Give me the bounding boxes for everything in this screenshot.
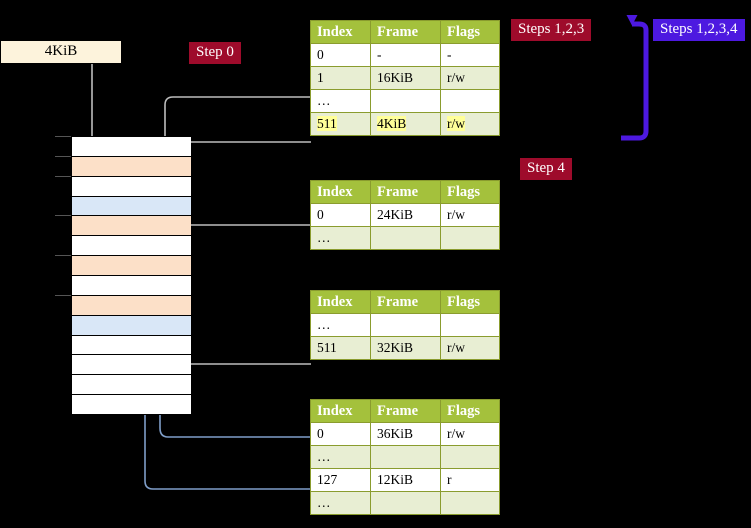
cell-index: 127 xyxy=(310,468,371,492)
memory-row xyxy=(72,236,191,257)
cell-index: … xyxy=(310,226,371,250)
step-0-tag: Step 0 xyxy=(189,42,241,64)
cell-index: 0 xyxy=(310,422,371,446)
cell-index: … xyxy=(310,89,371,113)
cell-flags xyxy=(440,89,500,113)
table-row[interactable]: … xyxy=(310,226,500,250)
cell-frame: 4KiB xyxy=(370,112,441,136)
cell-index: 1 xyxy=(310,66,371,90)
memory-row xyxy=(72,276,191,296)
table-row[interactable]: 0-- xyxy=(310,43,500,67)
physical-memory-column xyxy=(71,136,191,415)
memory-frame-label: 4KiB xyxy=(44,43,78,59)
memory-row xyxy=(72,176,191,197)
memory-tick xyxy=(55,294,71,296)
cell-flags xyxy=(440,226,500,250)
cell-flags: r/w xyxy=(440,66,500,90)
cell-frame xyxy=(370,89,441,113)
cell-index: 511 xyxy=(310,336,371,360)
cell-index: … xyxy=(310,491,371,515)
cell-flags: - xyxy=(440,43,500,67)
memory-row xyxy=(72,375,191,396)
cell-frame xyxy=(370,226,441,250)
steps-1234-tag: Steps 1,2,3,4 xyxy=(653,19,745,41)
cell-frame: 16KiB xyxy=(370,66,441,90)
memory-row xyxy=(72,156,191,177)
column-header-frame: Frame xyxy=(370,399,441,423)
memory-row xyxy=(72,315,191,336)
cell-flags: r/w xyxy=(440,336,500,360)
step-4-tag: Step 4 xyxy=(520,158,572,180)
cell-index: 0 xyxy=(310,203,371,227)
cell-frame: - xyxy=(370,43,441,67)
highlight-span: r/w xyxy=(447,116,465,131)
cell-frame: 24KiB xyxy=(370,203,441,227)
table-row[interactable]: … xyxy=(310,445,500,469)
table-row[interactable]: … xyxy=(310,89,500,113)
cell-flags xyxy=(440,491,500,515)
table-row[interactable]: … xyxy=(310,313,500,337)
cell-index: … xyxy=(310,313,371,337)
memory-row xyxy=(72,295,191,316)
column-header-index: Index xyxy=(310,180,371,204)
cell-index: 511 xyxy=(310,112,371,136)
memory-tick xyxy=(55,215,71,217)
column-header-flags: Flags xyxy=(440,20,500,44)
table-row[interactable]: … xyxy=(310,491,500,515)
memory-row xyxy=(72,216,191,237)
highlight-span: 4KiB xyxy=(377,116,407,131)
memory-row xyxy=(72,137,191,157)
column-header-frame: Frame xyxy=(370,180,441,204)
column-header-flags: Flags xyxy=(440,180,500,204)
memory-frame-4kib: 4KiB xyxy=(0,40,122,64)
column-header-index: Index xyxy=(310,20,371,44)
cell-flags: r/w xyxy=(440,203,500,227)
column-header-flags: Flags xyxy=(440,399,500,423)
cell-frame: 36KiB xyxy=(370,422,441,446)
cell-frame xyxy=(370,445,441,469)
cell-frame: 32KiB xyxy=(370,336,441,360)
memory-row xyxy=(72,335,191,356)
highlight-span: 511 xyxy=(317,116,337,131)
cell-flags: r/w xyxy=(440,422,500,446)
cell-flags xyxy=(440,313,500,337)
memory-tick xyxy=(55,136,71,137)
column-header-index: Index xyxy=(310,290,371,314)
memory-tick xyxy=(55,255,71,257)
column-header-frame: Frame xyxy=(370,20,441,44)
cell-flags: r/w xyxy=(440,112,500,136)
memory-tick xyxy=(55,155,71,157)
memory-row xyxy=(72,196,191,217)
cell-frame xyxy=(370,491,441,515)
cell-flags: r xyxy=(440,468,500,492)
column-header-frame: Frame xyxy=(370,290,441,314)
cell-flags xyxy=(440,445,500,469)
cell-frame xyxy=(370,313,441,337)
column-header-flags: Flags xyxy=(440,290,500,314)
cell-index: 0 xyxy=(310,43,371,67)
memory-row xyxy=(72,256,191,276)
memory-tick xyxy=(55,175,71,177)
memory-row xyxy=(72,395,191,415)
memory-row xyxy=(72,355,191,376)
cell-index: … xyxy=(310,445,371,469)
cell-frame: 12KiB xyxy=(370,468,441,492)
table-row[interactable]: 511 4KiB r/w xyxy=(310,112,500,136)
steps-123-tag: Steps 1,2,3 xyxy=(511,19,592,41)
column-header-index: Index xyxy=(310,399,371,423)
